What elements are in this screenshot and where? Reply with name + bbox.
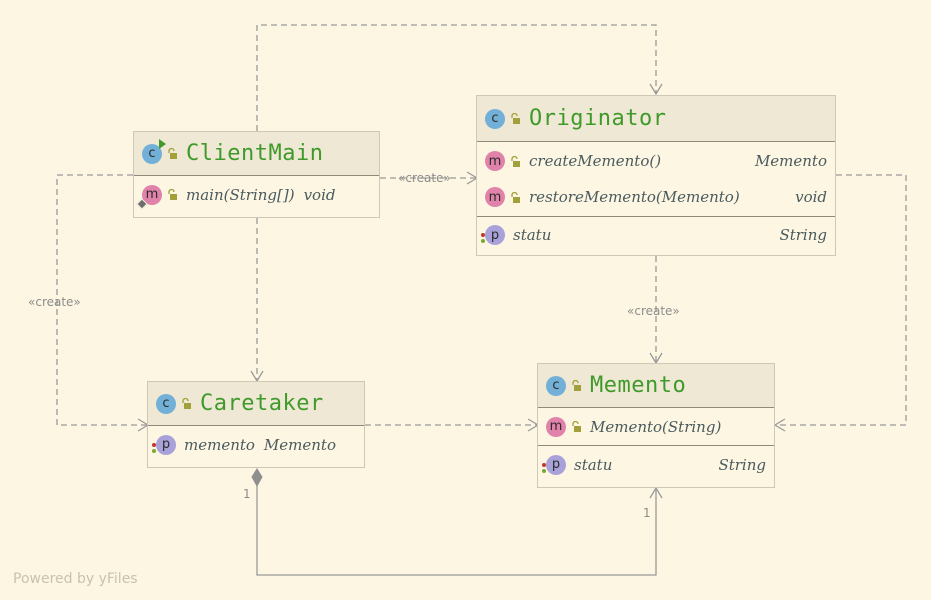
method-name: Memento(String) — [590, 417, 722, 436]
public-lock-icon — [572, 421, 581, 432]
method-icon: m — [546, 416, 566, 437]
property-type: Memento — [263, 435, 336, 454]
arrowhead — [649, 486, 663, 499]
methods-section: m Memento(String) — [538, 408, 774, 446]
public-lock-icon — [511, 191, 520, 203]
class-node-clientmain[interactable]: c ClientMain m main(String[]) void — [133, 131, 380, 218]
class-icon: c — [485, 108, 505, 129]
class-header: c ClientMain — [134, 132, 379, 176]
method-type: void — [303, 185, 336, 204]
edge-originator-memento-right — [775, 174, 907, 426]
private-marker-icon — [481, 233, 485, 245]
method-icon: m — [136, 184, 162, 210]
property-name: memento — [184, 435, 255, 454]
arrowhead — [649, 83, 663, 96]
method-row[interactable]: m restoreMemento(Memento) void — [477, 179, 835, 215]
property-icon: p — [542, 454, 566, 475]
method-row[interactable]: m createMemento() Memento — [477, 143, 835, 179]
method-name: restoreMemento(Memento) — [529, 188, 740, 206]
class-node-originator[interactable]: c Originator m createMemento() Memento m… — [476, 95, 836, 256]
class-node-memento[interactable]: c Memento m Memento(String) p statu Stri… — [537, 363, 775, 488]
private-marker-icon — [542, 462, 546, 475]
edge-aggregation — [256, 486, 657, 576]
public-lock-icon — [511, 155, 520, 167]
class-icon: c — [142, 138, 166, 164]
class-name: ClientMain — [186, 141, 324, 166]
properties-section: p memento Memento — [148, 426, 364, 463]
multiplicity-caretaker: 1 — [243, 487, 251, 501]
create-label-client-originator: «create» — [398, 171, 451, 185]
run-marker-icon — [159, 138, 166, 149]
methods-section: m createMemento() Memento m restoreMemen… — [477, 142, 835, 217]
watermark: Powered by yFiles — [13, 571, 138, 587]
method-type: void — [795, 188, 827, 206]
class-name: Memento — [590, 373, 687, 398]
create-label-client-caretaker: «create» — [28, 295, 81, 309]
method-name: createMemento() — [529, 152, 662, 170]
property-icon: p — [152, 434, 176, 455]
property-name: statu — [574, 455, 613, 474]
aggregation-diamond — [251, 468, 263, 488]
method-row[interactable]: m Memento(String) — [538, 408, 774, 445]
public-lock-icon — [572, 380, 581, 391]
property-type: String — [718, 455, 766, 474]
method-row[interactable]: m main(String[]) void — [134, 176, 379, 213]
class-name: Originator — [529, 106, 667, 131]
method-type: Memento — [754, 152, 827, 170]
public-lock-icon — [168, 148, 177, 159]
property-row[interactable]: p statu String — [538, 446, 774, 483]
edge-client-caretaker-create — [56, 174, 147, 426]
multiplicity-memento: 1 — [643, 506, 651, 520]
method-name: main(String[]) — [186, 185, 295, 204]
method-icon: m — [485, 187, 505, 207]
public-lock-icon — [182, 398, 191, 409]
private-marker-icon — [152, 442, 156, 455]
class-name: Caretaker — [200, 391, 324, 416]
property-icon: p — [481, 225, 505, 245]
methods-section: m main(String[]) void — [134, 176, 379, 213]
create-label-originator-memento: «create» — [627, 304, 680, 318]
public-lock-icon — [168, 189, 177, 200]
method-icon: m — [485, 151, 505, 171]
property-type: String — [779, 226, 827, 244]
arrowhead — [773, 418, 786, 432]
properties-section: p statu String — [538, 446, 774, 483]
class-header: c Memento — [538, 364, 774, 408]
class-node-caretaker[interactable]: c Caretaker p memento Memento — [147, 381, 365, 468]
class-header: c Caretaker — [148, 382, 364, 426]
property-row[interactable]: p statu String — [477, 217, 835, 253]
class-icon: c — [156, 393, 176, 414]
properties-section: p statu String — [477, 217, 835, 253]
class-header: c Originator — [477, 96, 835, 142]
property-row[interactable]: p memento Memento — [148, 426, 364, 463]
edge-client-originator-top — [256, 24, 657, 131]
class-icon: c — [546, 375, 566, 396]
property-name: statu — [513, 226, 552, 244]
public-lock-icon — [511, 113, 520, 124]
